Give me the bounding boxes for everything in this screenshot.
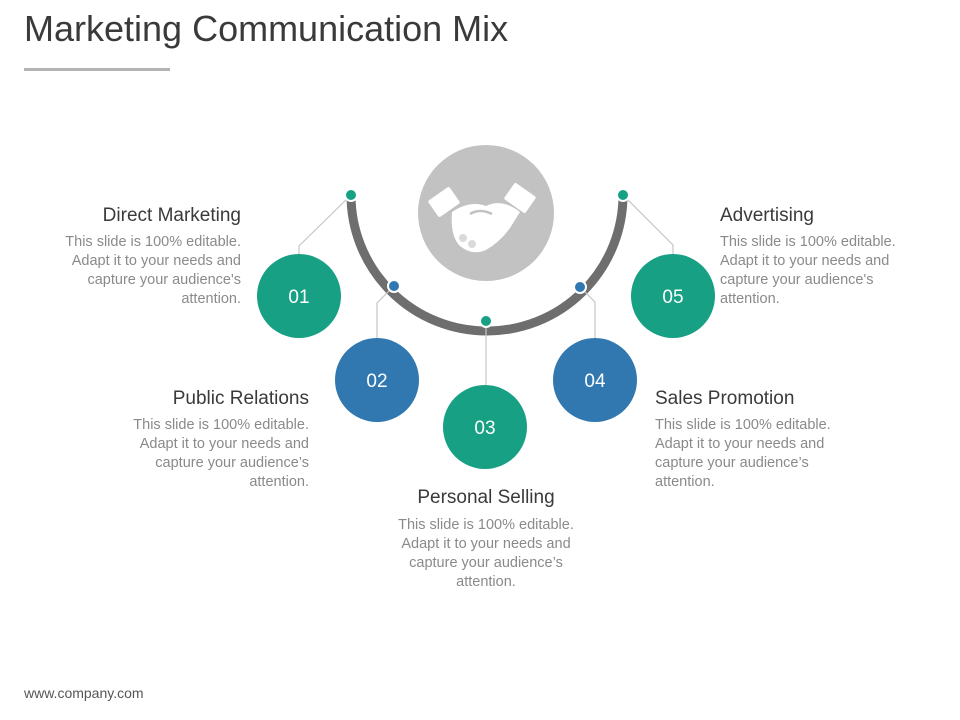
connector-04	[579, 286, 596, 338]
arc-dot-01	[344, 188, 358, 202]
step-number-05: 05	[662, 287, 683, 308]
arc-dot-05	[616, 188, 630, 202]
item-title-public-relations: Public Relations	[172, 388, 309, 409]
item-title-personal-selling: Personal Selling	[417, 487, 555, 508]
footer-url: www.company.com	[24, 685, 144, 701]
item-title-advertising: Advertising	[720, 205, 814, 226]
item-desc-direct-marketing: This slide is 100% editable. Adapt it to…	[65, 234, 241, 307]
step-number-03: 03	[474, 418, 495, 439]
connector-05	[622, 194, 674, 254]
connector-01	[298, 194, 352, 255]
item-desc-sales-promotion: This slide is 100% editable. Adapt it to…	[655, 417, 831, 490]
title-underline	[24, 68, 170, 71]
connector-02	[376, 285, 395, 338]
page-title: Marketing Communication Mix	[24, 8, 509, 49]
step-circle-04: 04	[553, 338, 637, 422]
arc-dot-02	[387, 279, 401, 293]
item-title-direct-marketing: Direct Marketing	[102, 205, 241, 226]
item-desc-public-relations: This slide is 100% editable. Adapt it to…	[133, 417, 309, 490]
step-number-02: 02	[366, 371, 387, 392]
step-circle-03: 03	[443, 385, 527, 469]
step-number-04: 04	[584, 371, 606, 392]
item-title-sales-promotion: Sales Promotion	[655, 388, 795, 409]
handshake-icon	[428, 183, 536, 253]
connector-lines	[298, 194, 674, 385]
step-circle-02: 02	[335, 338, 419, 422]
item-desc-personal-selling: This slide is 100% editable. Adapt it to…	[398, 517, 574, 590]
arc-dot-03	[479, 314, 493, 328]
step-number-01: 01	[288, 287, 309, 308]
arc-dot-04	[573, 280, 587, 294]
step-circle-05: 05	[631, 254, 715, 338]
connector-arc	[346, 190, 628, 336]
item-desc-advertising: This slide is 100% editable. Adapt it to…	[720, 234, 896, 307]
step-circle-01: 01	[257, 254, 341, 338]
